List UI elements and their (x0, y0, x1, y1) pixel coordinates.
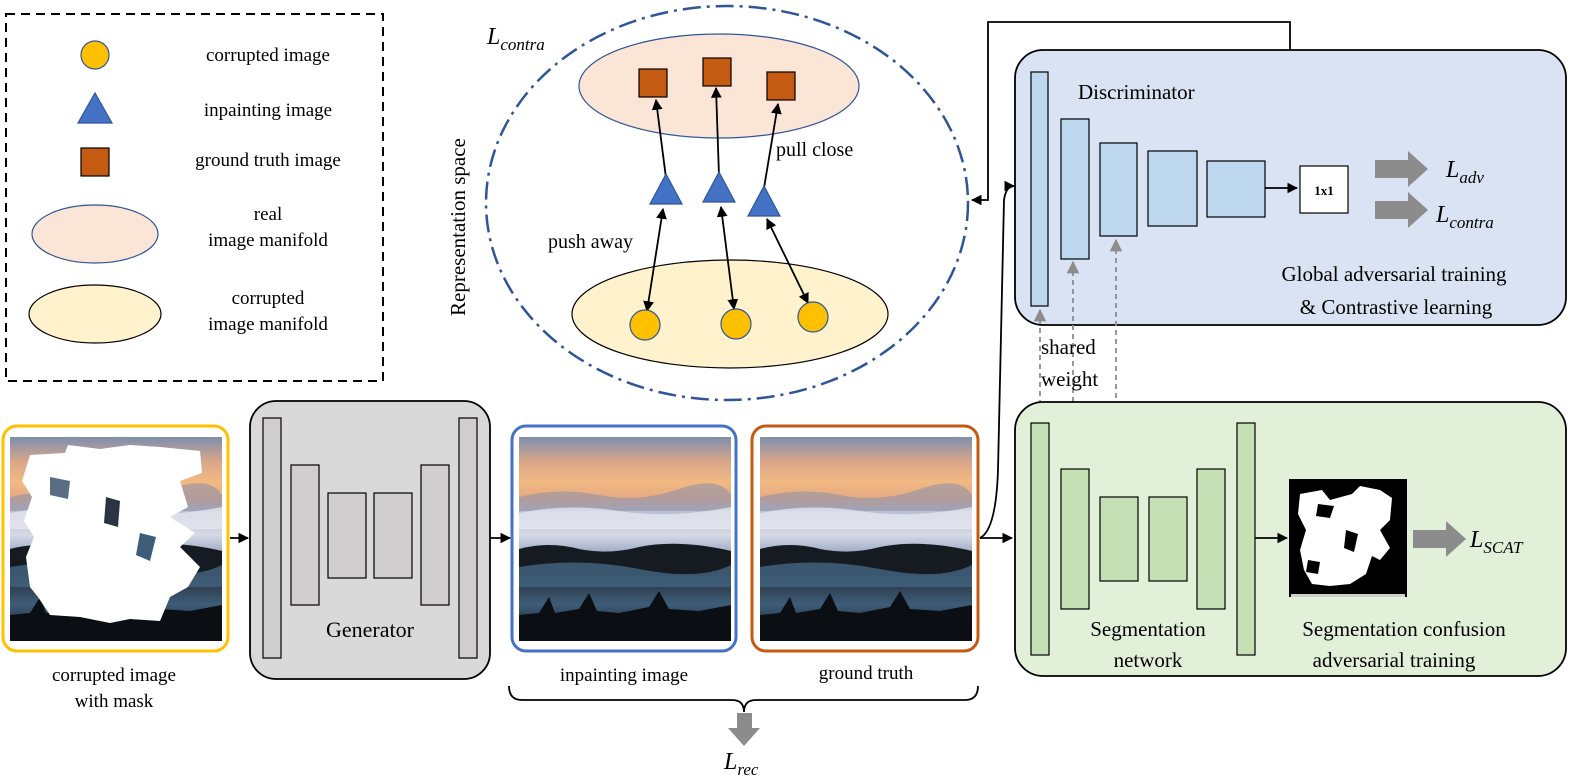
corrupted-circle-3 (797, 301, 829, 333)
segmentation-caption-line2: adversarial training (1313, 648, 1476, 672)
ground-truth-caption: ground truth (819, 663, 914, 684)
push-away-label: push away (548, 231, 633, 253)
shared-weight-line1: shared (1041, 335, 1096, 359)
shared-weight-line2: weight (1041, 367, 1098, 391)
generator: Generator (249, 400, 491, 680)
ground-truth: ground truth (750, 424, 980, 684)
gt-square-3 (766, 71, 796, 101)
adv-loss-arrow (1375, 151, 1428, 187)
discriminator-title: Discriminator (1078, 80, 1195, 104)
legend-corrupted-manifold-icon (28, 284, 162, 344)
disc-layer-5 (1206, 160, 1266, 218)
legend-corrupted-line1: corrupted (232, 288, 305, 309)
corrupted-caption-line1: corrupted image (52, 665, 176, 686)
ground-truth-frame (750, 424, 980, 653)
discriminator-caption-line1: Global adversarial training (1281, 262, 1507, 286)
seg-layer-4 (1148, 496, 1188, 582)
pull-close-label: pull close (776, 139, 853, 161)
legend-corrupted-label: corrupted image (206, 45, 330, 66)
inpaint-triangle-1 (649, 172, 683, 205)
segmentation-net-line2: network (1114, 648, 1183, 672)
inpainting-output: inpainting image (510, 424, 738, 686)
legend-ground-truth-label: ground truth image (195, 150, 341, 171)
gt-square-2 (702, 57, 732, 87)
legend: corrupted image inpainting image ground … (5, 13, 384, 382)
representation-space: Representation space Lcontra pull close … (446, 4, 970, 402)
discriminator-caption-line2: & Contrastive learning (1300, 295, 1493, 319)
inpaint-triangle-2 (702, 170, 736, 203)
push-arrow-2 (716, 205, 739, 311)
seg-layer-2 (1060, 468, 1090, 610)
seg-layer-6 (1236, 422, 1256, 656)
corrupted-circle-1 (629, 309, 661, 341)
conv-1x1-label: 1x1 (1314, 183, 1334, 198)
feedback-arrow (970, 21, 1291, 206)
inpainting-frame (510, 424, 738, 653)
push-arrow-1 (643, 207, 667, 313)
generator-layer-5 (420, 464, 450, 606)
disc-layer-1 (1030, 71, 1049, 307)
generator-layer-3 (327, 492, 367, 579)
pull-arrow-2 (710, 86, 722, 177)
loss-rec: Lrec (723, 749, 759, 779)
corrupted-circle-2 (720, 308, 752, 340)
corrupted-input: corrupted image with mask (1, 424, 230, 712)
representation-axis-label: Representation space (446, 138, 470, 316)
legend-frame (5, 13, 384, 382)
ground-truth-photo (760, 437, 972, 641)
segmentation: LSCAT Segmentation network Segmentation … (1014, 401, 1567, 677)
rec-loss-arrow (728, 713, 760, 746)
legend-corrupted-line2: image manifold (208, 314, 328, 335)
loss-adv: Ladv (1445, 157, 1484, 187)
corrupted-frame (1, 424, 230, 653)
discriminator: 1x1 Discriminator Ladv Lcontra Global ad… (1014, 49, 1567, 326)
segmentation-caption-line1: Segmentation confusion (1302, 617, 1506, 641)
inpaint-triangle-3 (747, 184, 781, 217)
corrupted-photo (10, 437, 222, 641)
gt-square-1 (638, 68, 668, 98)
generator-layer-4 (373, 492, 413, 579)
loss-contra-top: Lcontra (486, 24, 545, 54)
conv-1x1-box (1299, 165, 1349, 214)
legend-real-line1: real (254, 204, 282, 225)
legend-square-icon (80, 147, 110, 177)
scat-loss-arrow (1413, 521, 1466, 557)
pull-arrow-3 (763, 102, 782, 189)
legend-triangle-icon (76, 91, 114, 124)
legend-circle-icon (80, 40, 110, 70)
contra-loss-arrow (1375, 192, 1428, 228)
disc-layer-3 (1099, 142, 1138, 237)
rec-brace (508, 685, 979, 713)
generator-layer-6 (458, 417, 478, 659)
pull-arrow-1 (651, 98, 667, 179)
push-arrow-3 (766, 218, 809, 304)
legend-inpainting-label: inpainting image (204, 100, 332, 121)
corrupted-caption-line2: with mask (75, 691, 154, 712)
seg-layer-1 (1030, 422, 1050, 656)
disc-layer-4 (1147, 150, 1198, 227)
generator-layer-1 (262, 417, 282, 659)
inpainting-caption: inpainting image (560, 665, 688, 686)
generator-label: Generator (326, 617, 415, 642)
inpainting-photo (519, 437, 731, 641)
loss-contra-right: Lcontra (1435, 202, 1494, 232)
loss-scat: LSCAT (1469, 527, 1524, 557)
to-discriminator-arrow (979, 180, 1016, 539)
representation-boundary (484, 4, 970, 402)
seg-layer-3 (1099, 496, 1139, 582)
legend-real-line2: image manifold (208, 230, 328, 251)
generator-layer-2 (290, 464, 320, 606)
seg-layer-5 (1196, 468, 1226, 610)
segmentation-net-line1: Segmentation (1090, 617, 1206, 641)
disc-layer-2 (1060, 118, 1090, 260)
legend-real-manifold-icon (31, 204, 159, 264)
predicted-mask (1289, 479, 1407, 597)
